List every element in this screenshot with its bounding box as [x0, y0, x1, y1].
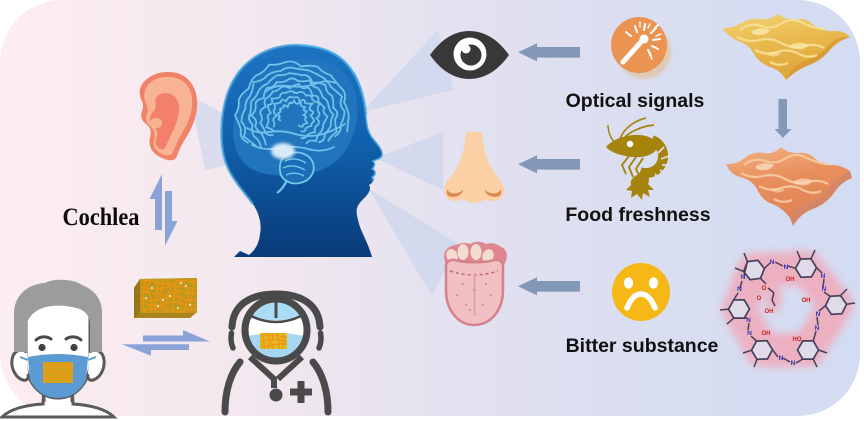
svg-text:N: N — [784, 264, 789, 271]
svg-text:N: N — [737, 286, 742, 293]
svg-text:N: N — [770, 259, 775, 266]
svg-text:Bitter substance: Bitter substance — [566, 335, 719, 357]
svg-text:OH: OH — [762, 331, 771, 337]
svg-text:N: N — [822, 286, 827, 293]
svg-text:N: N — [746, 317, 751, 324]
svg-text:N: N — [815, 325, 820, 332]
svg-text:Optical signals: Optical signals — [566, 90, 705, 112]
svg-text:OH: OH — [802, 298, 811, 304]
svg-text:N: N — [821, 273, 826, 280]
svg-text:N: N — [747, 330, 752, 337]
svg-text:N: N — [779, 355, 784, 362]
svg-text:OH: OH — [765, 309, 774, 315]
svg-text:O: O — [757, 296, 762, 302]
svg-text:O: O — [762, 286, 767, 292]
svg-text:OH: OH — [786, 277, 795, 283]
svg-text:N: N — [741, 274, 746, 281]
svg-text:Cochlea: Cochlea — [63, 204, 140, 231]
svg-text:HO: HO — [793, 337, 802, 343]
svg-text:N: N — [791, 360, 796, 367]
svg-text:Food freshness: Food freshness — [565, 204, 710, 226]
svg-text:N: N — [816, 311, 821, 318]
